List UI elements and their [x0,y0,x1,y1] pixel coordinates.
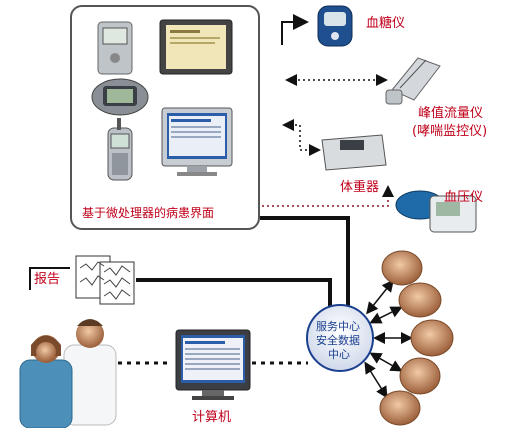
mobile-phone-device [107,118,133,181]
patient-face-2 [398,282,442,318]
medical-staff-illustration [19,319,117,428]
center-to-patient-1-arrow [366,279,394,315]
service-center-circle [306,304,374,372]
service-center-line2: 安全数据 [316,334,360,347]
peak-flow-meter-label: 峰值流量仪 [418,106,484,121]
patient-face-1 [381,250,423,286]
weight-scale-label: 体重器 [340,180,380,195]
center-to-patient-4-arrow [369,352,403,372]
service-center-line1: 服务中心 [316,320,360,333]
glucose-connector [281,14,309,45]
pda-device-1 [97,21,133,75]
scale-connector [282,119,321,156]
patient-interface-label: 基于微处理器的病患界面 [82,206,215,220]
computer-device [175,329,251,400]
computer-label: 计算机 [192,410,232,425]
weight-scale-device [321,134,387,171]
center-to-patient-2-arrow [369,306,403,324]
glucose-meter-label: 血糖仪 [366,16,406,31]
glucose-meter-device [317,5,353,47]
report-documents [75,255,135,305]
handheld-monitor-device [91,78,149,116]
blood-pressure-label: 血压仪 [444,190,484,205]
center-to-patient-5-arrow [364,361,388,399]
patient-face-5 [379,390,421,426]
desktop-monitor-device [161,107,233,176]
patient-face-4 [399,357,441,395]
report-to-center-line [136,278,332,312]
report-label: 报告 [34,272,61,287]
tablet-device [159,19,233,75]
patient-faces [379,250,454,426]
service-center-line3: 中心 [328,348,350,361]
report-bracket [29,267,70,290]
asthma-monitor-label: (哮喘监控仪) [412,124,488,139]
blood-pressure-monitor-device [395,190,477,233]
peak-flow-meter-device [385,57,441,105]
interface-to-center-line [260,216,350,318]
blood-pressure-connector [262,185,394,207]
patient-face-3 [410,319,454,357]
